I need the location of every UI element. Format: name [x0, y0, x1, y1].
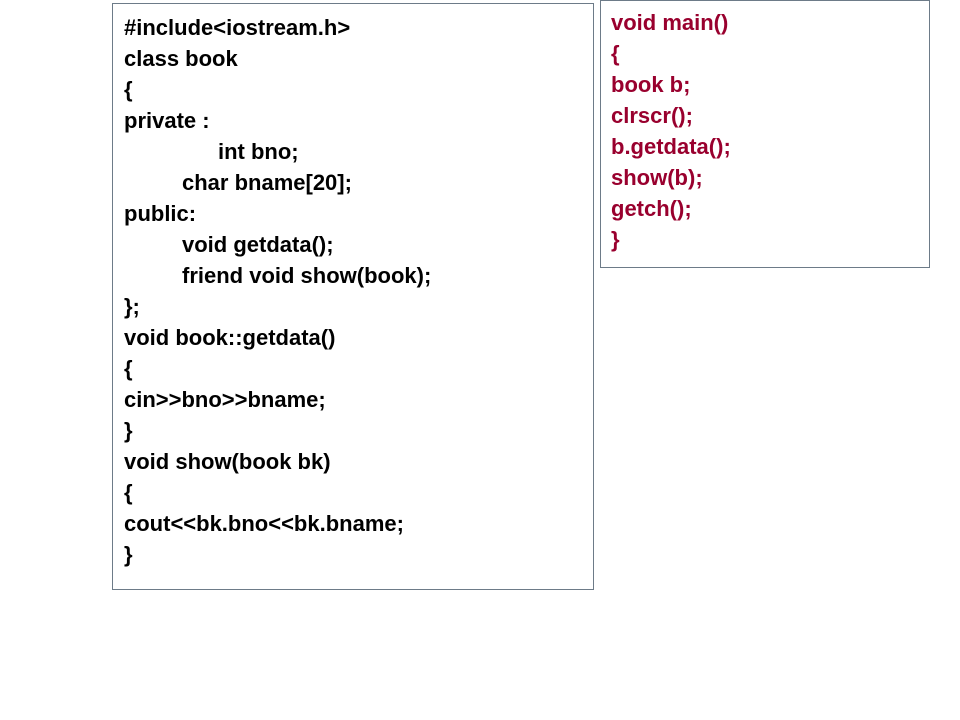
code-line: void book::getdata()	[124, 325, 336, 350]
code-line: class book	[124, 46, 238, 71]
code-line: private :	[124, 108, 210, 133]
code-line: show(b);	[611, 165, 703, 190]
code-line: char bname[20];	[182, 170, 352, 195]
code-line: b.getdata();	[611, 134, 731, 159]
code-line: {	[124, 356, 133, 381]
code-line: {	[124, 77, 133, 102]
code-line: {	[124, 480, 133, 505]
code-line: clrscr();	[611, 103, 693, 128]
code-line: friend void show(book);	[182, 263, 432, 288]
code-line: void show(book bk)	[124, 449, 331, 474]
code-line: }	[124, 418, 133, 443]
main-function-code-block: void main() { book b; clrscr(); b.getdat…	[600, 0, 930, 268]
code-line: int bno;	[218, 139, 299, 164]
code-line: cout<<bk.bno<<bk.bname;	[124, 511, 404, 536]
code-line: }	[611, 227, 620, 252]
code-line: #include<iostream.h>	[124, 15, 351, 40]
code-line: getch();	[611, 196, 692, 221]
code-line: public:	[124, 201, 197, 226]
code-line: cin>>bno>>bname;	[124, 387, 326, 412]
code-line: book b;	[611, 72, 691, 97]
code-line: void getdata();	[182, 232, 334, 257]
class-definition-code-block: #include<iostream.h> class book { privat…	[112, 3, 594, 590]
code-line: void main()	[611, 10, 729, 35]
code-line: };	[124, 294, 140, 319]
code-line: {	[611, 41, 620, 66]
code-line: }	[124, 542, 133, 567]
